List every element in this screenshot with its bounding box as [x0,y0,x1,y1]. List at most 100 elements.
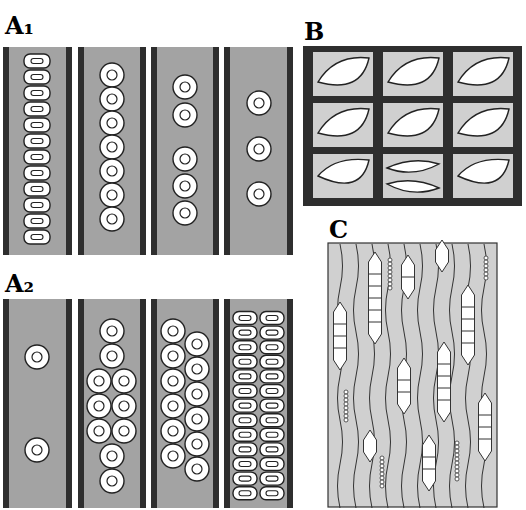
cell-nucleus [107,142,117,152]
uniseriate-ray-cell [455,441,459,445]
panel-label: C [329,218,348,242]
ray-spindle [402,255,415,299]
cell-nucleus [107,451,117,461]
cell-nucleus [119,376,129,386]
cell-nucleus [32,445,42,455]
cell-nucleus [94,401,104,411]
cell-nucleus [239,374,251,379]
ray-cell [260,370,284,383]
ray-spindle [398,358,411,414]
cell-nucleus [31,139,43,144]
cell-lumen [387,161,439,172]
cell-nucleus [266,462,278,467]
fiber-cell [383,52,443,96]
fiber-cell [313,103,373,147]
cell-nucleus [31,235,43,240]
ray-cell [185,332,209,356]
panel-label: A₁ [5,14,34,38]
ray-cell [100,63,124,87]
fiber-cell [313,52,373,96]
ray-cell [87,419,111,443]
cell-nucleus [266,389,278,394]
ray-cell [24,150,50,164]
uniseriate-ray-cell [455,445,459,449]
uniseriate-ray-cell [380,460,384,464]
ray-cell [100,87,124,111]
uniseriate-ray-cell [455,477,459,481]
ray-cell [100,183,124,207]
cell-lumen [388,109,439,137]
cell-wall [151,47,157,255]
ray-cell [24,198,50,212]
uniseriate-ray-cell [455,449,459,453]
ray-cell-wall [369,310,382,311]
ray-cell [233,428,257,441]
cell-wall [213,47,219,255]
cell-lumen [318,109,369,137]
cell-wall [78,47,84,255]
cell-wall [3,299,9,508]
uniseriate-ray-cell [388,266,392,270]
ray-spindle [436,240,449,272]
cell-nucleus [266,345,278,350]
cell-lumen [318,58,369,86]
ray-cell-wall [334,336,347,337]
ray-cell-wall [462,343,475,344]
ray-cell [25,345,49,369]
uniseriate-ray-cell [344,406,348,410]
cell-nucleus [107,476,117,486]
uniseriate-ray-cell [380,484,384,488]
uniseriate-ray-cell [455,473,459,477]
cell-wall [224,299,230,508]
ray-cell [260,355,284,368]
uniseriate-ray-cell [380,468,384,472]
cell-wall [66,47,72,255]
cell-nucleus [192,364,202,374]
ray-cell [247,91,271,115]
cell-lumen [458,109,509,137]
cell-wall [287,299,293,508]
ray-cell [260,312,284,325]
ray-cell [185,457,209,481]
ray-cell [100,207,124,231]
panel-label: B [304,20,324,44]
ray-cell [185,382,209,406]
ray-cell [260,326,284,339]
uniseriate-ray-cell [388,274,392,278]
ray-cell [161,394,185,418]
cell-nucleus [168,401,178,411]
cell-nucleus [266,418,278,423]
ray-cell [100,159,124,183]
ray-cell [185,357,209,381]
uniseriate-ray-cell [484,256,488,260]
uniseriate-ray-cell [380,476,384,480]
ray-cell [87,369,111,393]
cell-nucleus [107,118,117,128]
uniseriate-ray-cell [344,418,348,422]
fiber-cell [383,103,443,147]
cell-nucleus [107,190,117,200]
ray-spindle [479,393,492,461]
panel-label: A₂ [5,272,34,296]
ray-cell [233,472,257,485]
cell-nucleus [180,154,190,164]
cell-nucleus [180,181,190,191]
cell-wall [224,47,230,255]
ray-cell [260,443,284,456]
ray-spindle [423,435,436,491]
ray-cell-wall [438,376,451,377]
cell-nucleus [119,401,129,411]
cell-nucleus [266,330,278,335]
ray-cell [247,182,271,206]
cell-nucleus [119,426,129,436]
ray-cell-wall [398,380,411,381]
ray-cell [100,444,124,468]
ray-cell [233,414,257,427]
ray-cell [260,341,284,354]
ray-cell [260,487,284,500]
cell-nucleus [266,359,278,364]
ray-cell [161,369,185,393]
ray-spindle [334,302,347,370]
cell-nucleus [94,426,104,436]
